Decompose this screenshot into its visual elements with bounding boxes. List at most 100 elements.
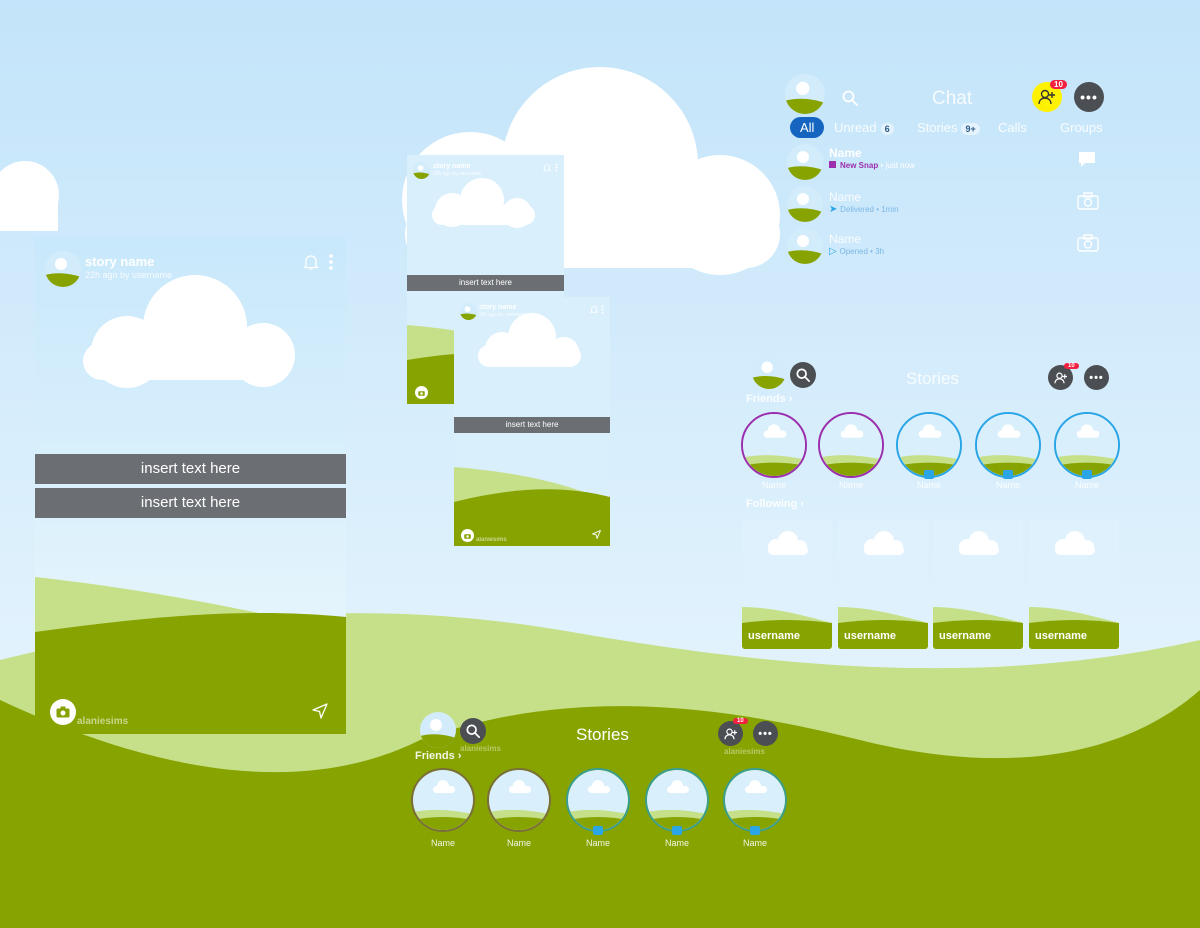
add-friend-button[interactable]	[718, 721, 743, 746]
following-story-background	[742, 519, 832, 649]
camera-icon	[464, 533, 471, 539]
chat-avatar	[787, 144, 823, 180]
chat-profile-avatar[interactable]	[785, 74, 825, 114]
more-horizontal-icon: •••	[1089, 371, 1104, 384]
small-story-card-b[interactable]: story name 22h ago by username insert te…	[454, 297, 610, 546]
tab-calls[interactable]: Calls	[998, 120, 1027, 135]
chat-status-text: Delivered	[840, 205, 874, 214]
tab-all[interactable]: All	[790, 117, 825, 138]
camera-button[interactable]	[50, 699, 76, 725]
friend-name: Name	[585, 838, 610, 848]
chat-status: ▷ Opened • 3h	[829, 246, 884, 257]
more-options-button[interactable]: •••	[1074, 82, 1104, 112]
search-icon	[796, 368, 810, 382]
chat-time: 1min	[881, 205, 899, 214]
more-vertical-icon[interactable]	[328, 253, 334, 271]
following-story-card[interactable]: username	[1029, 519, 1119, 649]
add-friend-button[interactable]	[1048, 365, 1073, 390]
delivered-arrow-icon: ➤	[829, 204, 841, 215]
more-vertical-icon[interactable]	[601, 305, 604, 314]
add-friend-icon	[723, 728, 737, 739]
camera-icon[interactable]	[1077, 192, 1099, 210]
large-story-background	[35, 237, 346, 734]
more-horizontal-icon: •••	[758, 727, 773, 740]
following-label: Following ›	[746, 498, 804, 510]
following-story-card[interactable]: username	[933, 519, 1023, 649]
friend-story[interactable]: Name	[896, 412, 962, 494]
more-options-button[interactable]: •••	[1084, 365, 1109, 390]
send-icon[interactable]	[592, 530, 601, 539]
friends-label-text: Friends	[746, 393, 786, 405]
friend-name: Name	[995, 480, 1020, 490]
friend-story[interactable]: Name	[723, 768, 787, 850]
friend-story[interactable]: Name	[741, 412, 807, 494]
send-icon[interactable]	[312, 703, 328, 719]
story-avatar[interactable]	[45, 251, 81, 287]
friend-story-circle	[487, 768, 551, 832]
camera-icon	[418, 390, 425, 396]
username-watermark: alaniesims	[460, 744, 501, 753]
chat-name: Name	[829, 190, 862, 204]
chat-row[interactable]: Name ➤ Delivered • 1min	[787, 184, 1107, 224]
bell-icon[interactable]	[303, 253, 319, 271]
following-story-background	[1029, 519, 1119, 649]
chat-row[interactable]: Name ▷ Opened • 3h	[787, 226, 1107, 266]
text-bar[interactable]: insert text here	[407, 275, 564, 291]
story-name: story name	[479, 304, 517, 311]
story-meta: 22h ago by username	[85, 270, 173, 280]
friend-story[interactable]: Name	[975, 412, 1041, 494]
story-avatar[interactable]	[460, 303, 477, 320]
friend-story[interactable]: Name	[566, 768, 630, 850]
more-vertical-icon[interactable]	[555, 163, 558, 172]
username-watermark: alaniesims	[476, 537, 507, 543]
search-icon[interactable]	[842, 90, 858, 106]
friend-story-circle	[818, 412, 884, 478]
camera-icon[interactable]	[1077, 234, 1099, 252]
stories-profile-avatar[interactable]	[752, 355, 786, 389]
following-story-card[interactable]: username	[742, 519, 832, 649]
following-story-background	[838, 519, 928, 649]
chat-status: New Snap • just now	[829, 161, 915, 170]
search-button[interactable]	[460, 718, 486, 744]
chat-row[interactable]: Name New Snap • just now	[787, 142, 1107, 182]
chat-time: just now	[885, 161, 915, 170]
following-label-text: Following	[746, 498, 798, 510]
story-avatar[interactable]	[413, 162, 430, 179]
text-bar[interactable]: insert text here	[454, 417, 610, 433]
following-story-card[interactable]: username	[838, 519, 928, 649]
bell-icon[interactable]	[543, 163, 551, 172]
friend-story-circle	[975, 412, 1041, 478]
chat-name: Name	[829, 232, 862, 246]
text-bar-2[interactable]: insert text here	[35, 488, 346, 518]
chat-bubble-icon[interactable]	[1077, 150, 1097, 168]
text-bar-1[interactable]: insert text here	[35, 454, 346, 484]
chat-status-separator: •	[867, 247, 876, 256]
camera-button[interactable]	[415, 386, 428, 399]
bell-icon[interactable]	[590, 305, 598, 314]
following-username: username	[1035, 630, 1087, 642]
friend-story[interactable]: Name	[487, 768, 551, 850]
story-name: story name	[85, 254, 155, 269]
tab-groups[interactable]: Groups	[1060, 120, 1103, 135]
friend-story[interactable]: Name	[818, 412, 884, 494]
chat-status-separator: •	[878, 161, 886, 170]
friend-story[interactable]: Name	[1054, 412, 1120, 494]
chat-avatar	[787, 186, 823, 222]
following-story-background	[933, 519, 1023, 649]
large-story-card[interactable]: story name 22h ago by username insert te…	[35, 237, 346, 734]
story-name: story name	[433, 163, 471, 170]
friend-story-circle	[645, 768, 709, 832]
friend-story[interactable]: Name	[645, 768, 709, 850]
friend-story-circle	[411, 768, 475, 832]
new-snap-icon	[829, 161, 836, 168]
chat-time: 3h	[875, 247, 885, 256]
stories-profile-avatar[interactable]	[420, 712, 456, 748]
more-options-button[interactable]: •••	[753, 721, 778, 746]
friend-name: Name	[664, 838, 689, 848]
search-button[interactable]	[790, 362, 816, 388]
camera-button[interactable]	[461, 529, 474, 542]
friend-story[interactable]: Name	[411, 768, 475, 850]
